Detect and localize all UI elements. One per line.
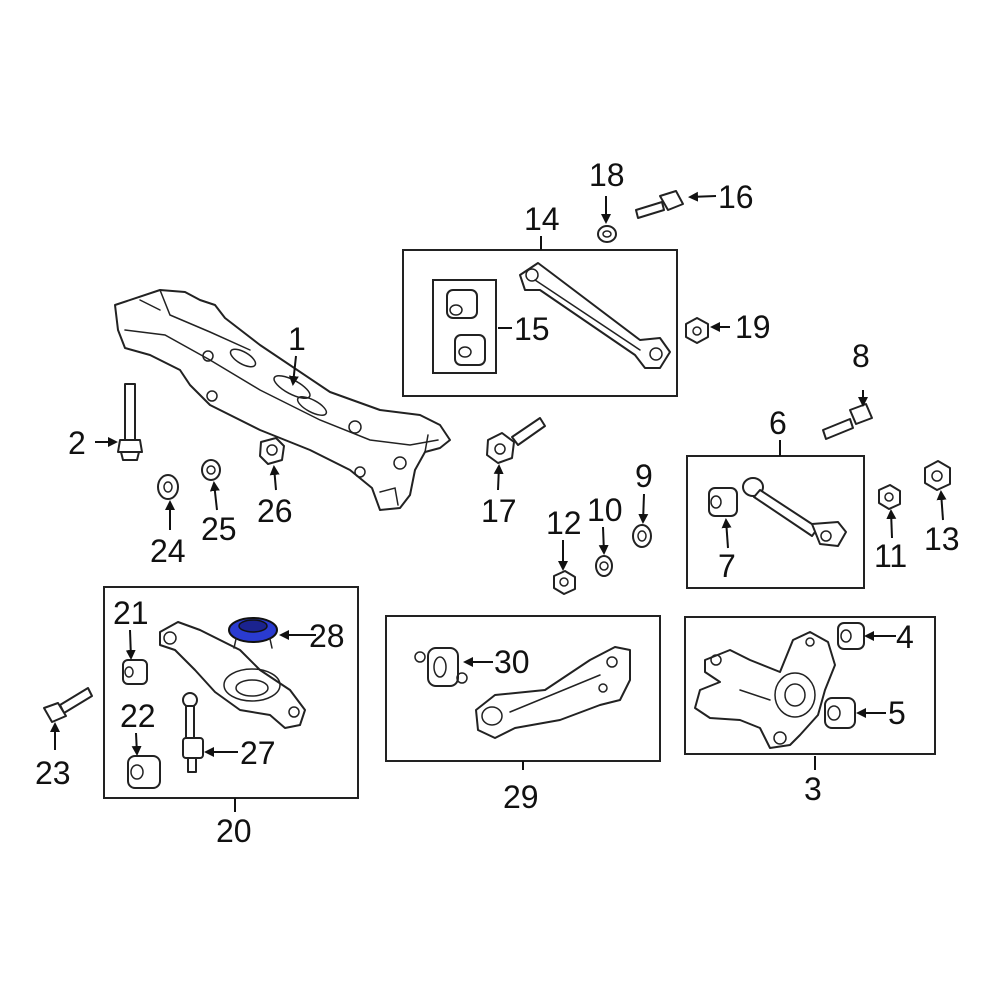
leader-lines [50, 191, 947, 812]
callout-7: 7 [718, 548, 736, 584]
callout-24: 24 [150, 533, 186, 569]
callout-19: 19 [735, 309, 771, 345]
bolt-2-part[interactable] [117, 383, 143, 461]
bushing-4-part[interactable] [837, 622, 865, 650]
callout-17: 17 [481, 493, 517, 529]
callout-6: 6 [769, 405, 787, 441]
callout-15: 15 [514, 311, 550, 347]
bushing-21-part[interactable] [122, 659, 148, 685]
callout-18: 18 [589, 157, 625, 193]
callout-5: 5 [888, 695, 906, 731]
callout-21: 21 [113, 595, 149, 631]
callout-30: 30 [494, 644, 530, 680]
link-6-part[interactable] [742, 477, 847, 547]
bolt-8-part[interactable] [822, 403, 873, 440]
knuckle-3-part[interactable] [694, 631, 836, 749]
callout-23: 23 [35, 755, 71, 791]
bushing-7-part[interactable] [708, 487, 738, 517]
subframe-part[interactable] [114, 289, 451, 511]
callout-13: 13 [924, 521, 960, 557]
washer-25-part[interactable] [201, 459, 221, 481]
trailing-arm-29-part[interactable] [475, 646, 631, 739]
bushing-15-part[interactable] [446, 289, 486, 366]
nut-11-part[interactable] [878, 484, 901, 510]
washer-24-part[interactable] [157, 474, 179, 500]
callout-3: 3 [804, 771, 822, 807]
callout-25: 25 [201, 511, 237, 547]
nut-19-part[interactable] [685, 317, 709, 344]
callout-28: 28 [309, 618, 345, 654]
callout-9: 9 [635, 458, 653, 494]
callout-4: 4 [896, 619, 914, 655]
callout-12: 12 [546, 505, 582, 541]
nut-12-part[interactable] [553, 570, 576, 595]
bolt-23-part[interactable] [43, 687, 93, 723]
callout-11: 11 [874, 538, 907, 574]
washer-9-part[interactable] [632, 524, 652, 548]
washer-10-part[interactable] [595, 555, 613, 577]
lower-arm-20-part[interactable] [159, 621, 306, 729]
callout-8: 8 [852, 338, 870, 374]
bolt-17-part[interactable] [486, 417, 546, 464]
stabilizer-link-27-part[interactable] [182, 692, 204, 773]
callout-16: 16 [718, 179, 754, 215]
box-3 [684, 616, 936, 755]
nut-26-part[interactable] [259, 437, 285, 465]
callout-27: 27 [240, 735, 276, 771]
control-arm-14-part[interactable] [519, 262, 671, 369]
callout-20: 20 [216, 813, 252, 849]
bushing-22-part[interactable] [127, 755, 161, 789]
callout-26: 26 [257, 493, 293, 529]
callout-14: 14 [524, 201, 560, 237]
bolt-16-part[interactable] [635, 190, 684, 219]
callout-10: 10 [587, 492, 623, 528]
bushing-30-part[interactable] [414, 647, 468, 687]
callout-2: 2 [68, 425, 86, 461]
spring-pad-28-part[interactable] [228, 617, 278, 649]
callout-labels: 1 2 3 4 5 6 7 8 9 10 11 12 13 14 15 16 1… [35, 157, 960, 849]
box-20 [103, 586, 359, 799]
nut-13-part[interactable] [924, 460, 951, 491]
box-15 [432, 279, 497, 374]
callout-1: 1 [288, 321, 306, 357]
callout-22: 22 [120, 698, 156, 734]
callout-29: 29 [503, 779, 539, 815]
box-6 [686, 455, 865, 589]
bushing-5-part[interactable] [824, 697, 856, 729]
washer-18-part[interactable] [597, 225, 617, 243]
